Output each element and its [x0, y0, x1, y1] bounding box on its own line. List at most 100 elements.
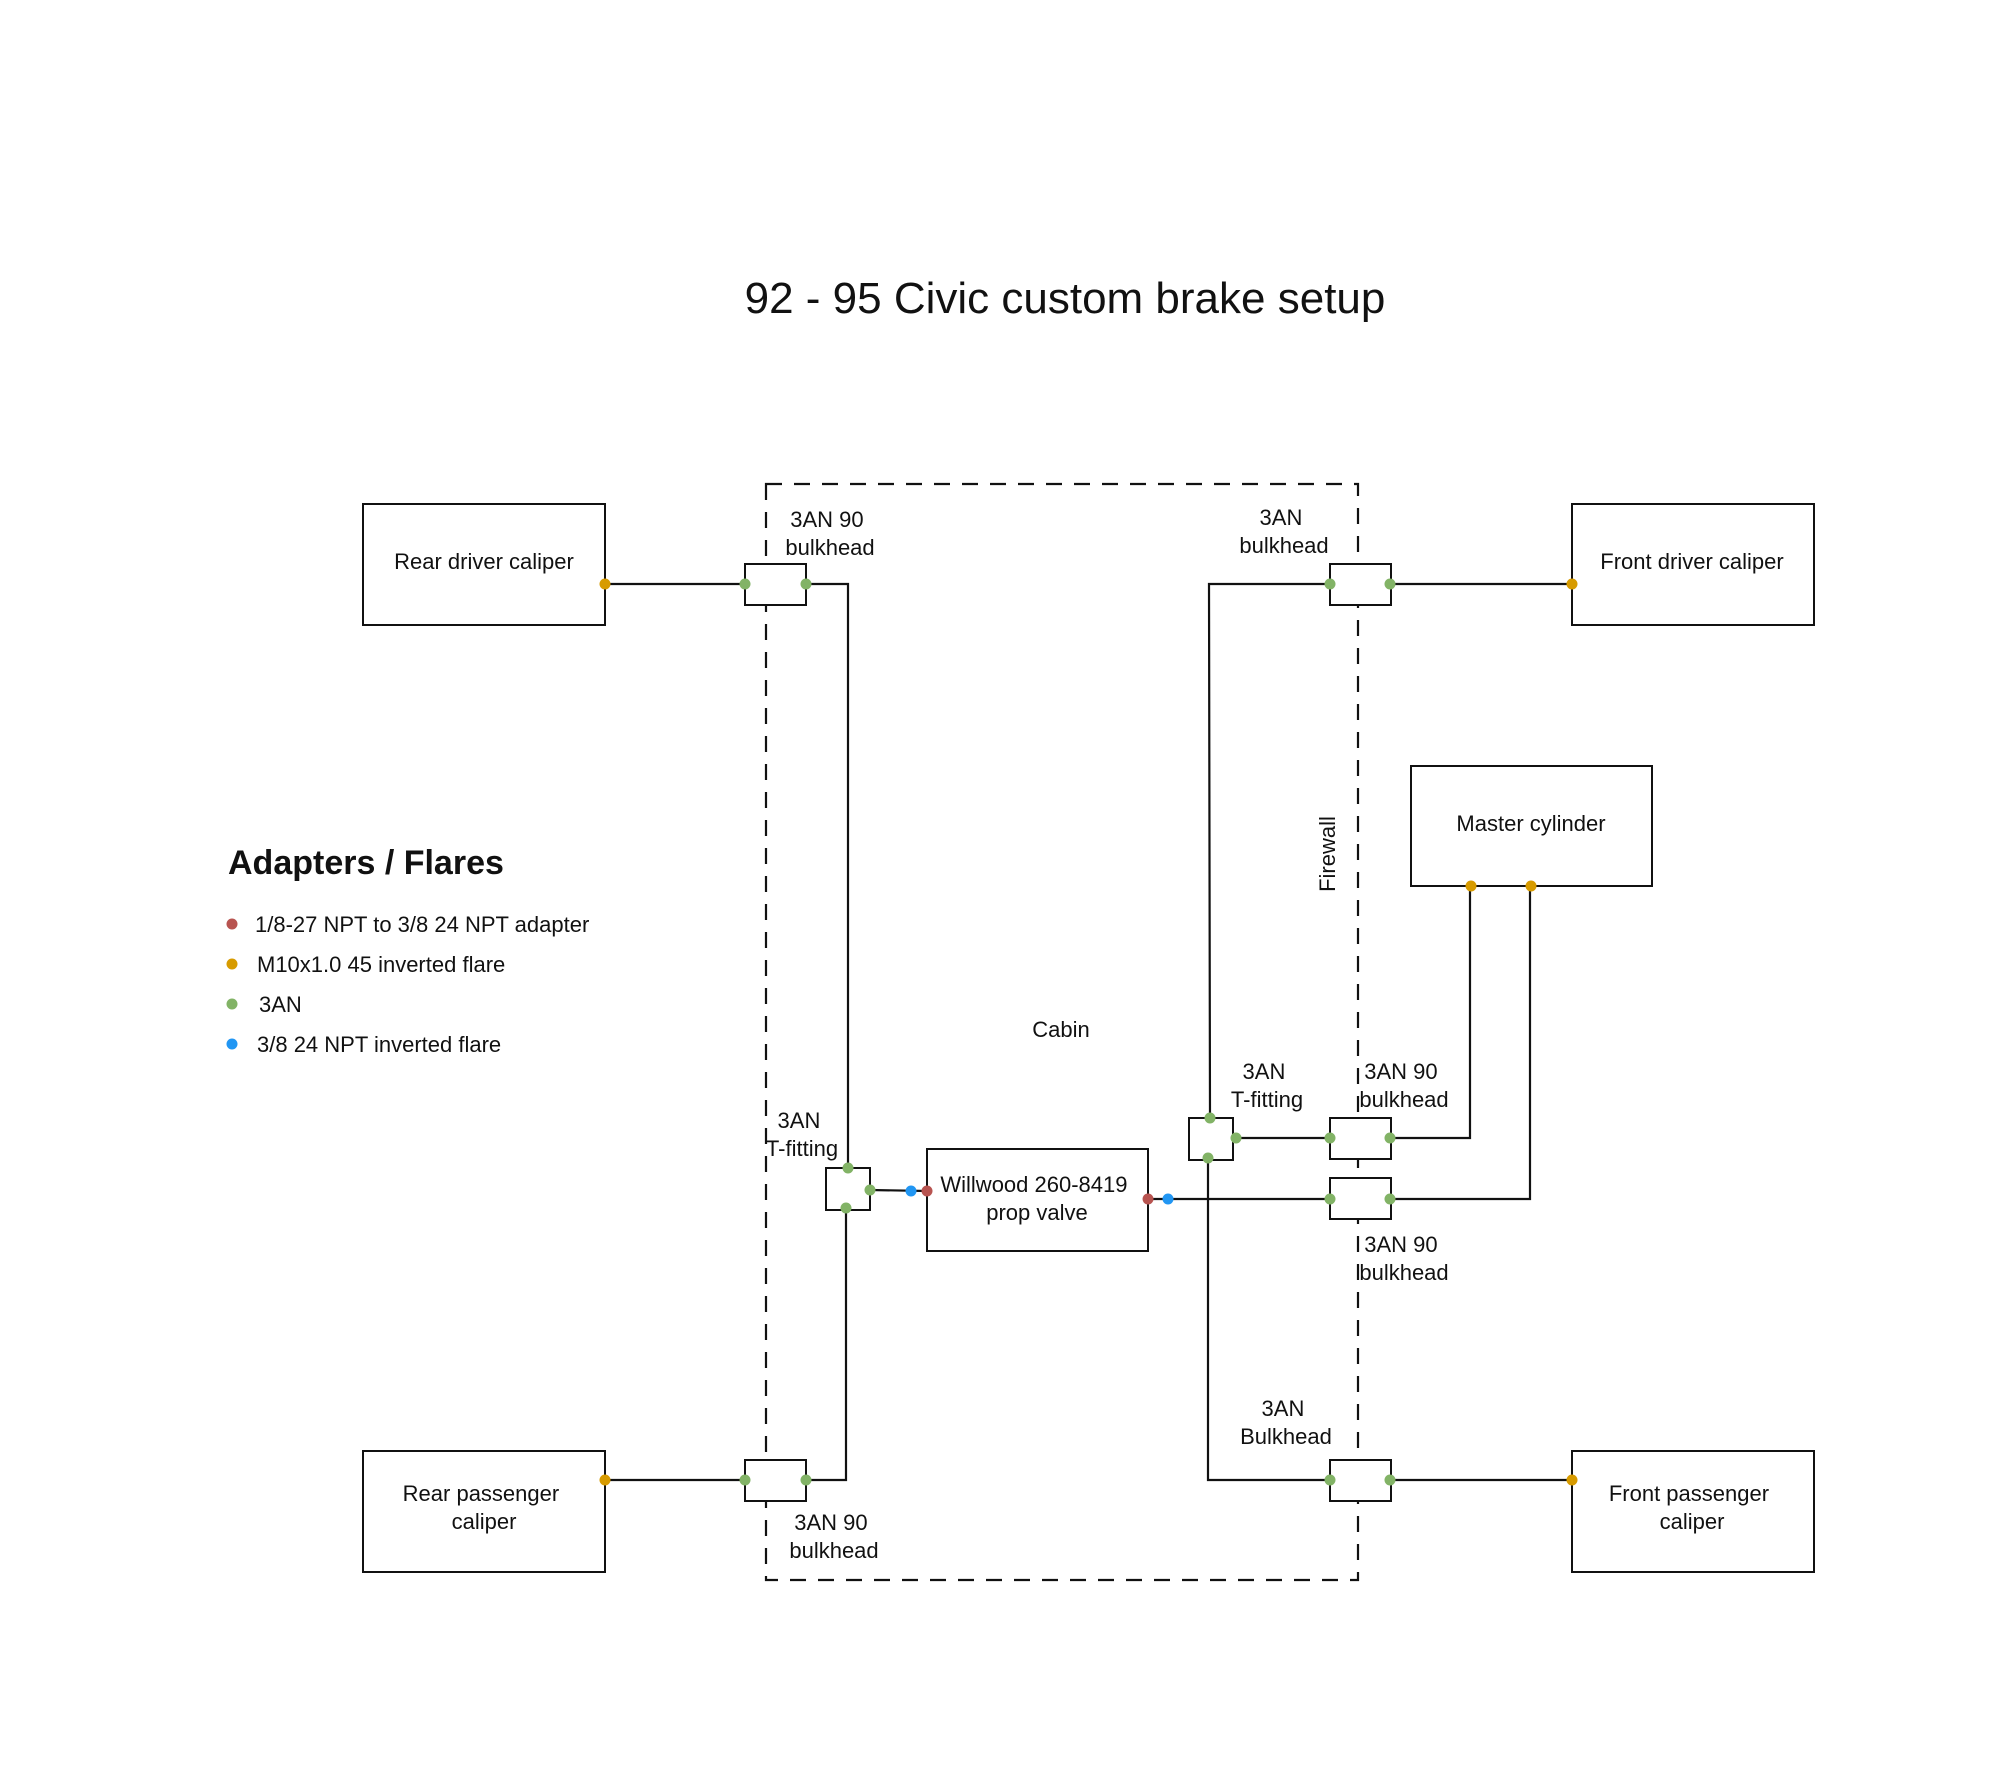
- line-front-t-to-driver: [1207, 582, 1330, 1119]
- legend-dot-m10-flare: [226, 958, 238, 970]
- dot-rear-t-bottom: [840, 1202, 852, 1214]
- dot-front-driver-bulkhead-out: [1384, 578, 1396, 590]
- mc-bulkhead-lower-line-1: 3AN 90: [1364, 1232, 1437, 1257]
- front-passenger-caliper-line-2: caliper: [1660, 1509, 1725, 1534]
- mc-bulkhead-lower-label: 3AN 90 bulkhead: [1359, 1232, 1448, 1285]
- rear-driver-caliper-box: [362, 503, 606, 626]
- firewall-label: Firewall: [1315, 816, 1340, 892]
- dot-valve-inlet-flare: [905, 1185, 917, 1197]
- brake-lines: [605, 582, 1572, 1482]
- mc-bulkhead-upper-label: 3AN 90 bulkhead: [1359, 1059, 1448, 1112]
- front-passenger-caliper-label: Front passenger caliper: [1609, 1481, 1775, 1534]
- dot-mc-upper-in: [1324, 1132, 1336, 1144]
- mc-bulkhead-lower-line-2: bulkhead: [1359, 1260, 1448, 1285]
- front-passenger-bulkhead-line-2: Bulkhead: [1240, 1424, 1332, 1449]
- rear-passenger-bulkhead-line-1: 3AN 90: [794, 1510, 867, 1535]
- dot-rear-driver-bulkhead-out: [800, 578, 812, 590]
- prop-valve-box: [926, 1148, 1149, 1252]
- line-rear-driver-to-t: [806, 582, 850, 1168]
- dot-front-t-bottom: [1202, 1152, 1214, 1164]
- front-driver-caliper-label: Front driver caliper: [1600, 549, 1783, 574]
- dot-front-t-side: [1230, 1132, 1242, 1144]
- front-driver-bulkhead-line-1: 3AN: [1260, 505, 1303, 530]
- mc-bulkhead-upper-line-2: bulkhead: [1359, 1087, 1448, 1112]
- dot-front-t-top: [1204, 1112, 1216, 1124]
- rear-driver-bulkhead-line-1: 3AN 90: [790, 507, 863, 532]
- diagram-title: 92 - 95 Civic custom brake setup: [745, 274, 1386, 323]
- dot-master-cylinder-right: [1525, 880, 1537, 892]
- component-boxes: Rear driver caliper Front driver caliper…: [362, 503, 1815, 1573]
- dot-mc-lower-out: [1384, 1193, 1396, 1205]
- front-driver-bulkhead-line-2: bulkhead: [1239, 533, 1328, 558]
- rear-passenger-caliper-label: Rear passenger caliper: [403, 1481, 566, 1534]
- rear-t-fitting-label: 3AN T-fitting: [766, 1108, 838, 1161]
- front-t-fitting-line-2: T-fitting: [1231, 1087, 1303, 1112]
- rear-driver-bulkhead-box: [744, 563, 807, 606]
- dot-valve-inlet-adapter: [921, 1185, 933, 1197]
- mc-bulkhead-upper-line-1: 3AN 90: [1364, 1059, 1437, 1084]
- mc-bulkhead-lower-box: [1329, 1177, 1392, 1220]
- master-cylinder-label: Master cylinder: [1456, 811, 1605, 836]
- legend-label-3an: 3AN: [259, 992, 302, 1017]
- dot-front-driver-caliper: [1566, 578, 1578, 590]
- rear-driver-caliper-label: Rear driver caliper: [394, 549, 574, 574]
- prop-valve-label: Willwood 260-8419 prop valve: [940, 1172, 1133, 1225]
- legend-dot-npt-adapter: [226, 918, 238, 930]
- front-driver-bulkhead-box: [1329, 563, 1392, 606]
- rear-passenger-caliper-box: [362, 1450, 606, 1573]
- front-passenger-bulkhead-line-1: 3AN: [1262, 1396, 1305, 1421]
- dot-front-passenger-bulkhead-out: [1384, 1474, 1396, 1486]
- dot-rear-passenger-caliper: [599, 1474, 611, 1486]
- dot-rear-t-top: [842, 1162, 854, 1174]
- dot-rear-driver-caliper: [599, 578, 611, 590]
- dot-rear-passenger-bulkhead-out: [800, 1474, 812, 1486]
- mc-bulkhead-upper-box: [1329, 1117, 1392, 1160]
- front-t-fitting-label: 3AN T-fitting: [1231, 1059, 1303, 1112]
- legend-label-npt-flare: 3/8 24 NPT inverted flare: [257, 1032, 501, 1057]
- legend-dot-npt-flare: [226, 1038, 238, 1050]
- legend-title: Adapters / Flares: [228, 844, 504, 882]
- dot-valve-outlet-flare: [1162, 1193, 1174, 1205]
- front-passenger-caliper-box: [1571, 1450, 1815, 1573]
- rear-passenger-bulkhead-line-2: bulkhead: [789, 1538, 878, 1563]
- dot-front-passenger-caliper: [1566, 1474, 1578, 1486]
- dot-rear-t-side: [864, 1184, 876, 1196]
- dot-master-cylinder-left: [1465, 880, 1477, 892]
- master-cylinder-box: [1410, 765, 1653, 887]
- rear-passenger-bulkhead-box: [744, 1459, 807, 1502]
- rear-driver-bulkhead-label: 3AN 90 bulkhead: [785, 507, 874, 560]
- rear-passenger-caliper-line-1: Rear passenger: [403, 1481, 560, 1506]
- rear-driver-bulkhead-line-2: bulkhead: [785, 535, 874, 560]
- front-passenger-caliper-line-1: Front passenger: [1609, 1481, 1769, 1506]
- front-passenger-bulkhead-box: [1329, 1459, 1392, 1502]
- rear-passenger-caliper-line-2: caliper: [452, 1509, 517, 1534]
- line-mc-lower: [1390, 886, 1532, 1201]
- line-mc-upper: [1390, 886, 1472, 1140]
- front-driver-bulkhead-label: 3AN bulkhead: [1239, 505, 1328, 558]
- line-rear-t-to-passenger: [806, 1208, 848, 1482]
- rear-t-fitting-line-1: 3AN: [778, 1108, 821, 1133]
- dot-rear-driver-bulkhead-in: [739, 578, 751, 590]
- legend: Adapters / Flares 1/8-27 NPT to 3/8 24 N…: [226, 844, 589, 1057]
- legend-label-m10-flare: M10x1.0 45 inverted flare: [257, 952, 505, 977]
- dot-mc-upper-out: [1384, 1132, 1396, 1144]
- dot-mc-lower-in: [1324, 1193, 1336, 1205]
- connection-dots: [599, 578, 1578, 1486]
- dot-rear-passenger-bulkhead-in: [739, 1474, 751, 1486]
- cabin-label: Cabin: [1032, 1017, 1089, 1042]
- dot-front-driver-bulkhead-in: [1324, 578, 1336, 590]
- front-t-fitting-line-1: 3AN: [1243, 1059, 1286, 1084]
- line-front-t-to-passenger: [1206, 1158, 1330, 1482]
- front-passenger-bulkhead-label: 3AN Bulkhead: [1240, 1396, 1332, 1449]
- rear-t-fitting-line-2: T-fitting: [766, 1136, 838, 1161]
- dot-front-passenger-bulkhead-in: [1324, 1474, 1336, 1486]
- cabin-boundary: [764, 482, 1360, 1582]
- dot-valve-outlet-adapter: [1142, 1193, 1154, 1205]
- rear-passenger-bulkhead-label: 3AN 90 bulkhead: [789, 1510, 878, 1563]
- prop-valve-line-1: Willwood 260-8419: [940, 1172, 1127, 1197]
- line-rear-t-to-valve: [869, 1188, 928, 1193]
- legend-dot-3an: [226, 998, 238, 1010]
- legend-label-npt-adapter: 1/8-27 NPT to 3/8 24 NPT adapter: [255, 912, 589, 937]
- front-driver-caliper-box: [1571, 503, 1815, 626]
